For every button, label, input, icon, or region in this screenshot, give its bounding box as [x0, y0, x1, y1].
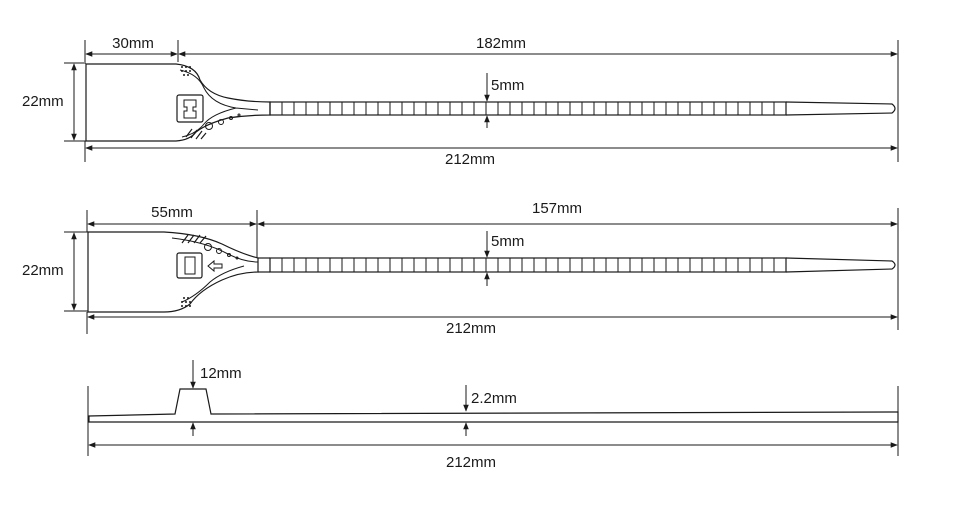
hole-2c: [227, 253, 231, 257]
dim-thickness-label-3: 2.2mm: [471, 390, 517, 407]
seal-head-outline-1: [85, 63, 271, 142]
dim-head-height-label-3: 12mm: [200, 365, 242, 382]
lock-slot-2: [184, 256, 196, 275]
strap-teeth-1: [281, 102, 775, 115]
dim-tail-length-label-1: 182mm: [476, 35, 526, 52]
view-3-side: 12mm 2.2mm 212mm: [87, 360, 899, 471]
dim-strap-width-label-1: 5mm: [491, 77, 524, 94]
dim-total-length-label-2: 212mm: [446, 320, 496, 337]
insert-arrow-2: [207, 259, 223, 273]
hole-2a: [204, 243, 212, 251]
lock-window-2: [176, 252, 203, 279]
dot-grid-1: [181, 66, 191, 76]
side-profile-outline: [88, 388, 899, 423]
dim-total-length-label-1: 212mm: [445, 151, 495, 168]
strap-teeth-2: [281, 258, 775, 272]
hole-1b: [218, 119, 224, 125]
dim-head-length-label-2: 55mm: [151, 204, 193, 221]
strap-teeth-band-2: [269, 257, 787, 273]
strap-tail-2: [785, 257, 896, 273]
hole-1d: [237, 113, 241, 117]
hole-1c: [229, 116, 233, 120]
hole-2b: [216, 248, 222, 254]
view-1-top: 30mm 182mm 22mm 5mm 212mm: [22, 35, 899, 168]
dim-tail-length-label-2: 157mm: [532, 200, 582, 217]
dim-head-height-label-2: 22mm: [22, 262, 64, 279]
grip-lines-1: [185, 128, 207, 140]
grip-lines-2: [181, 234, 207, 244]
lock-insert-1: [183, 99, 197, 119]
seal-head-outline-2: [87, 231, 259, 313]
seal-head-inner-1: [179, 69, 259, 138]
view-2-bottom: 55mm 157mm 22mm 5mm 212mm: [22, 200, 899, 337]
strap-teeth-band-1: [269, 101, 787, 116]
lock-window-1: [176, 94, 204, 123]
dim-head-length-label-1: 30mm: [112, 35, 154, 52]
dim-total-length-label-3: 212mm: [446, 454, 496, 471]
dot-grid-2: [181, 297, 191, 307]
strap-tail-1: [785, 101, 896, 116]
dim-head-height-label-1: 22mm: [22, 93, 64, 110]
dim-strap-width-label-2: 5mm: [491, 233, 524, 250]
hole-2d: [235, 256, 239, 260]
hole-1a: [205, 122, 213, 130]
